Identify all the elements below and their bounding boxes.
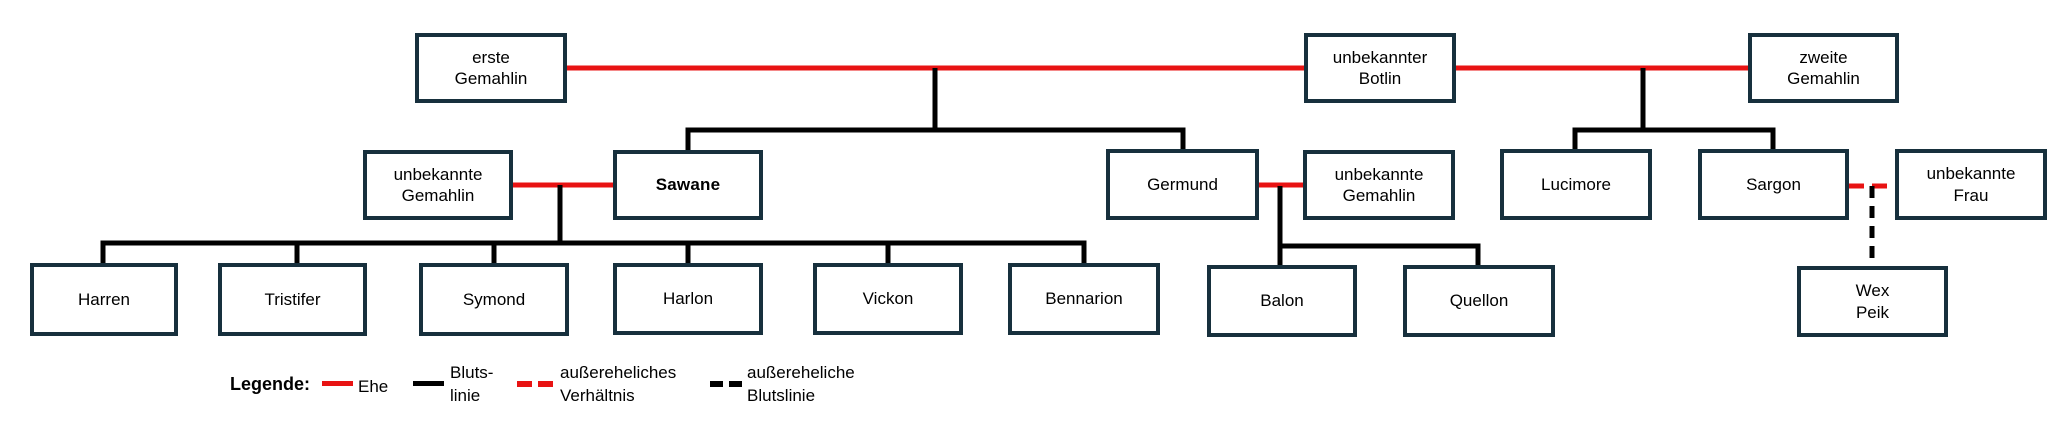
node-wex-peik: Wex Peik <box>1797 266 1948 337</box>
node-unbekannte-frau: unbekannte Frau <box>1895 149 2047 220</box>
legend-swatch-marriage-line <box>322 381 353 386</box>
bloodline-bar-lucimore-sargon <box>1572 127 1776 151</box>
legend-swatch-bloodline <box>413 381 444 386</box>
node-germund: Germund <box>1106 149 1259 220</box>
node-symond: Symond <box>419 263 569 336</box>
node-lucimore: Lucimore <box>1500 149 1652 220</box>
node-unbekannte-gemahlin-1: unbekannte Gemahlin <box>363 150 513 220</box>
legend-label-aussereheliche-blutslinie: außereheliche Blutslinie <box>747 363 855 405</box>
node-vickon: Vickon <box>813 263 963 335</box>
legend-label-ehe: Ehe <box>358 377 389 396</box>
node-bennarion: Bennarion <box>1008 263 1160 335</box>
node-sawane: Sawane <box>613 150 763 220</box>
legend-swatch-affair-line <box>517 381 554 387</box>
bloodline-bar-balon-quellon <box>1280 243 1481 266</box>
node-harren: Harren <box>30 263 178 336</box>
node-tristifer: Tristifer <box>218 263 367 336</box>
node-balon: Balon <box>1207 265 1357 337</box>
legend-label-blutslinie: Bluts- linie <box>450 363 494 405</box>
legend-swatch-illegitimate-bloodline <box>710 381 744 387</box>
node-erste-gemahlin: erste Gemahlin <box>415 33 567 103</box>
node-unbekannter-botlin: unbekannter Botlin <box>1304 33 1456 103</box>
node-zweite-gemahlin: zweite Gemahlin <box>1748 33 1899 103</box>
node-harlon: Harlon <box>613 263 763 335</box>
legend-title: Legende: <box>230 374 311 394</box>
legend-label-aussereheliches-verhaeltnis: außereheliches Verhältnis <box>560 363 677 405</box>
node-sargon: Sargon <box>1698 149 1849 220</box>
node-unbekannte-gemahlin-2: unbekannte Gemahlin <box>1303 150 1455 220</box>
bloodline-bar-sawane-children <box>100 240 1087 264</box>
node-quellon: Quellon <box>1403 265 1555 337</box>
